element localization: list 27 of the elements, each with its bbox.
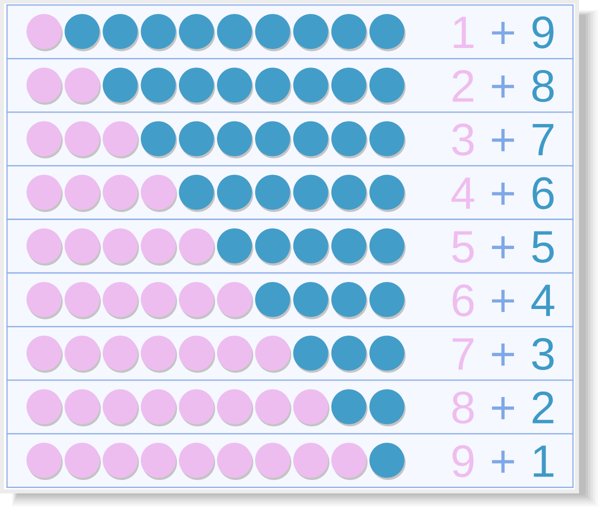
plus-sign: + [492, 343, 514, 366]
number: 7 [532, 124, 554, 156]
plus-sign: + [492, 397, 514, 420]
number: 9 [452, 445, 474, 478]
number: 3 [532, 338, 554, 370]
number: 8 [452, 392, 474, 424]
number: 3 [452, 124, 474, 156]
number: 4 [531, 284, 554, 316]
plus-sign: + [492, 182, 514, 205]
number: 2 [532, 392, 554, 424]
number: 5 [532, 231, 554, 263]
number: 7 [452, 338, 474, 370]
plus-sign: + [492, 290, 514, 312]
number: 5 [452, 231, 474, 263]
number: 8 [532, 70, 554, 102]
plus-sign: + [492, 129, 514, 152]
number: 6 [452, 284, 474, 316]
plus-sign: + [492, 236, 514, 258]
number: 9 [532, 16, 554, 48]
plus-sign: + [492, 22, 514, 44]
number: 6 [532, 177, 554, 210]
number: 1 [534, 446, 554, 477]
plus-sign: + [492, 450, 514, 473]
number: 2 [452, 70, 474, 102]
number: 4 [451, 178, 474, 209]
plus-sign: + [492, 75, 514, 98]
number: 1 [454, 16, 474, 48]
